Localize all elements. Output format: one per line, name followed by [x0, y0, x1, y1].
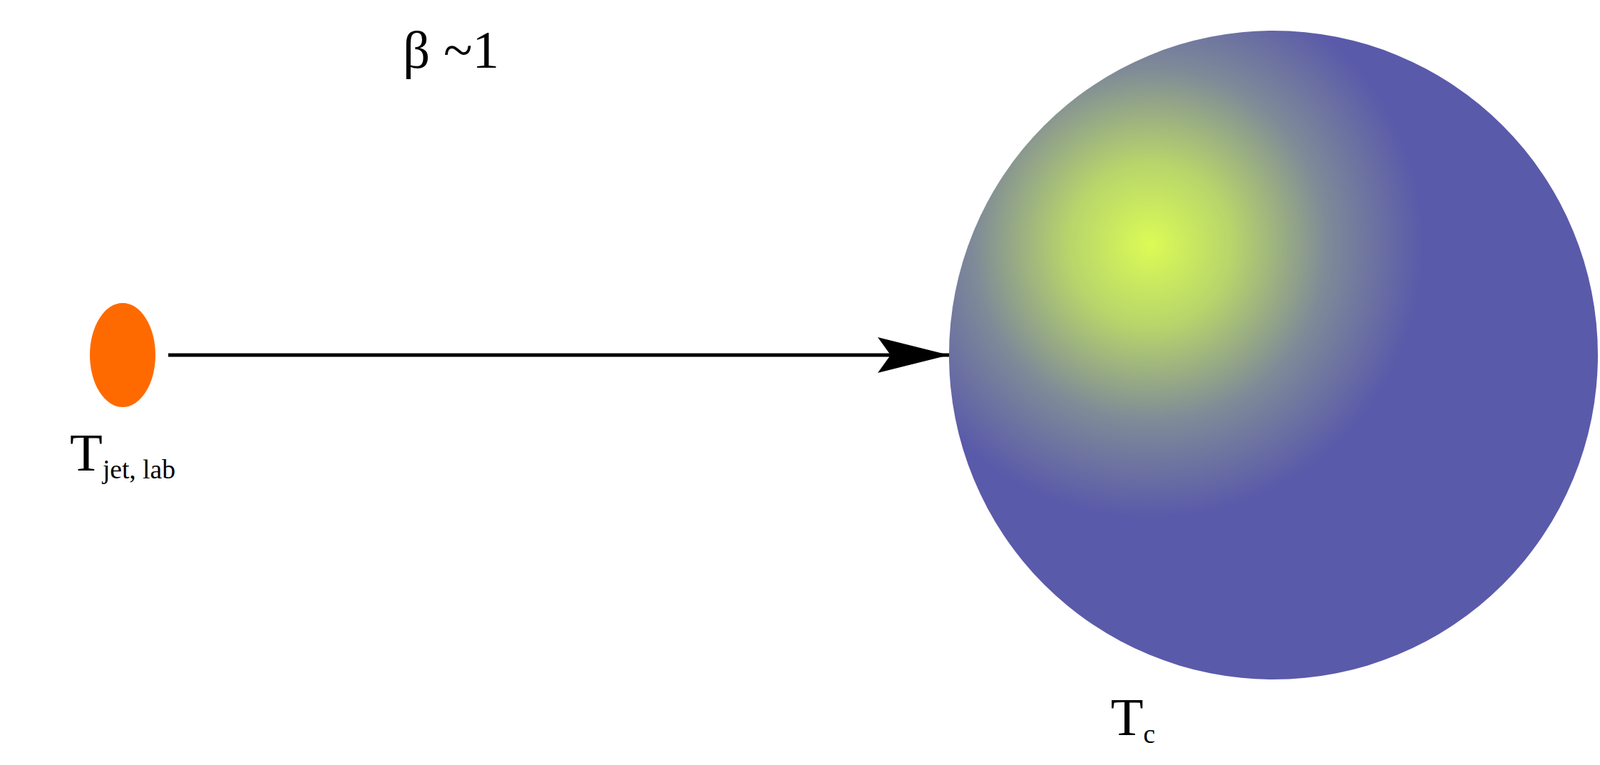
jet-fill — [89, 303, 156, 408]
node-label: Tc — [1110, 690, 1156, 748]
velocity-label: β ~1 — [402, 22, 500, 77]
arrow-connector — [168, 353, 950, 358]
sphere-fill — [949, 30, 1598, 680]
sphere-outline — [949, 30, 1598, 680]
jet-outline — [89, 303, 156, 408]
node-label: Tjet, lab — [69, 425, 176, 484]
jet-blob: Tjet, lab — [89, 303, 156, 408]
target-sphere: Tc — [949, 30, 1598, 680]
